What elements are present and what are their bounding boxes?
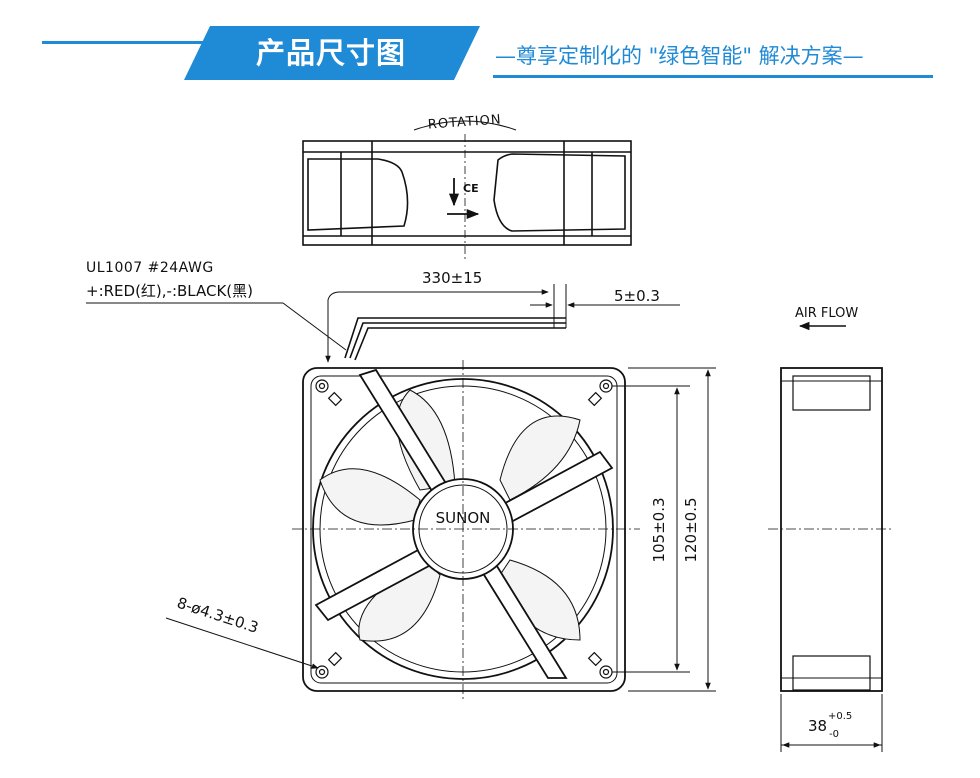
hole-spacing-label: 105±0.3 <box>650 497 668 562</box>
rotation-arc <box>413 120 517 131</box>
front-view: SUNON <box>292 360 640 700</box>
vertical-dimensions: 105±0.3 120±0.5 <box>612 367 716 692</box>
rotation-label: ROTATION <box>427 112 502 132</box>
frame-size-label: 120±0.5 <box>682 497 700 562</box>
page-subtitle: —尊享定制化的 "绿色智能" 解决方案— <box>495 44 864 68</box>
mounting-hole-callout: 8-ø4.3±0.3 <box>165 594 319 669</box>
page-title: 产品尺寸图 <box>255 36 406 70</box>
side-frame <box>780 367 883 692</box>
title-banner <box>184 26 480 80</box>
wire-colors-label: +:RED(红),-:BLACK(黑) <box>86 282 253 300</box>
strip-length-label: 5±0.3 <box>614 287 660 305</box>
front-frame <box>302 367 626 692</box>
lead-wires <box>344 317 566 361</box>
lead-dimensions: 330±15 5±0.3 <box>325 269 680 363</box>
depth-tol-plus: +0.5 <box>828 711 852 722</box>
depth-tol-minus: -0 <box>829 729 839 740</box>
lead-length-label: 330±15 <box>422 269 482 287</box>
top-frame <box>302 140 632 246</box>
header-left-rule <box>42 41 212 44</box>
fan-blades <box>319 389 581 642</box>
header-right-rule <box>493 75 933 78</box>
top-view: ROTATION CE <box>302 112 632 260</box>
wire-spec: UL1007 #24AWG +:RED(红),-:BLACK(黑) <box>86 260 347 351</box>
mounting-holes-label: 8-ø4.3±0.3 <box>175 594 261 637</box>
wire-spec-label: UL1007 #24AWG <box>86 260 214 276</box>
depth-label: 38 <box>808 717 827 735</box>
ce-mark: CE <box>463 182 479 195</box>
side-view: AIR FLOW 38 +0.5 -0 <box>768 306 892 752</box>
page-header: 产品尺寸图 —尊享定制化的 "绿色智能" 解决方案— <box>0 0 980 90</box>
airflow-label: AIR FLOW <box>795 306 858 321</box>
